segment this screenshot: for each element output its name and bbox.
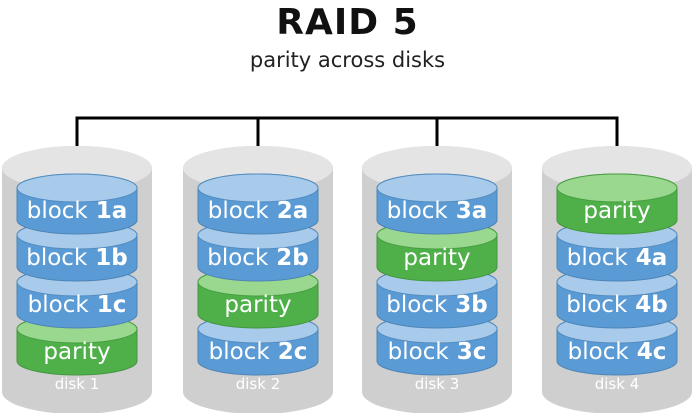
parity-label: parity	[224, 292, 291, 318]
disk: parity block 1c block 1b block 1a disk 1	[2, 146, 152, 413]
block-label: block 2a	[208, 198, 309, 224]
diagram-subtitle: parity across disks	[249, 48, 446, 72]
block-label: block 3c	[388, 339, 487, 365]
diagram-title: RAID 5	[276, 2, 419, 43]
disk: block 2c parity block 2b block 2a disk 2	[183, 146, 333, 413]
bus-line	[75, 116, 619, 162]
block-label: block 3a	[387, 198, 488, 224]
disk-array: parity block 1c block 1b block 1a disk 1 bloc…	[2, 146, 692, 413]
disk-label: disk 1	[55, 375, 100, 393]
data-block: block 1a	[16, 173, 138, 235]
block-label: block 2c	[209, 339, 308, 365]
data-block: block 3a	[376, 173, 498, 235]
data-block: block 2c	[197, 314, 319, 376]
block-label: block 1a	[27, 198, 128, 224]
block-label: block 2b	[207, 245, 309, 271]
block-label: block 3b	[386, 292, 488, 318]
parity-label: parity	[403, 245, 470, 271]
parity-label: parity	[43, 339, 110, 365]
parity-label: parity	[583, 198, 650, 224]
block-label: block 4b	[566, 292, 668, 318]
block-label: block 1c	[28, 292, 127, 318]
disk: block 4c block 4b block 4a parity disk 4	[542, 146, 692, 413]
block-label: block 4a	[567, 245, 668, 271]
disk-label: disk 2	[236, 375, 281, 393]
disk-label: disk 4	[595, 375, 640, 393]
block-label: block 4c	[568, 339, 667, 365]
data-block: block 2a	[197, 173, 319, 235]
disk-label: disk 3	[415, 375, 460, 393]
block-label: block 1b	[26, 245, 128, 271]
disk: block 3c block 3b parity block 3a disk 3	[362, 146, 512, 413]
parity-block: parity	[556, 173, 678, 235]
data-block: block 3c	[376, 314, 498, 376]
controller-bus	[75, 116, 619, 162]
